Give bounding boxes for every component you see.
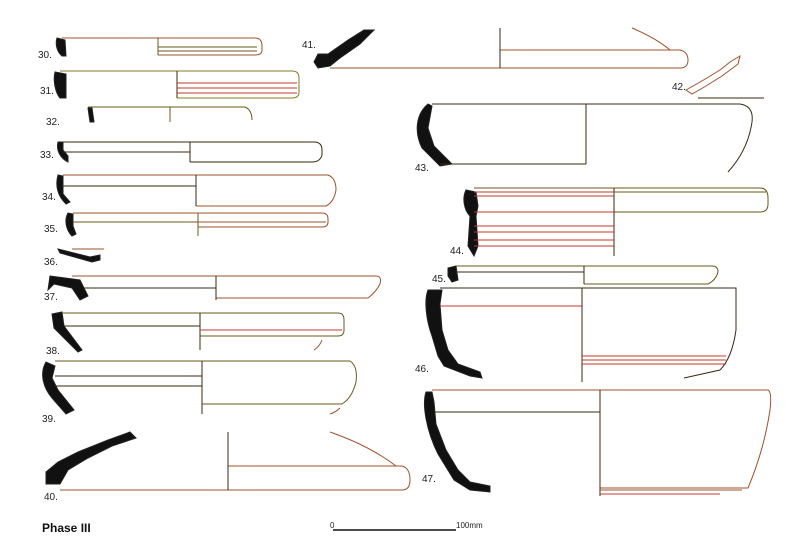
figure-number-45: 45. [432,274,446,285]
profile-31: 31. [40,70,300,99]
figure-number-36: 36. [44,257,58,268]
profile-41: 41. [302,27,689,69]
profile-37: 37. [44,275,381,303]
profile-45: 45. [432,265,719,285]
phase-label: Phase III [42,521,91,535]
profile-35: 35. [44,212,329,237]
profile-46: 46. [415,287,737,382]
profile-38: 38. [46,311,345,357]
figure-number-43: 43. [415,163,429,174]
profile-47: 47. [422,389,772,496]
profile-43: 43. [415,103,753,174]
figure-number-44: 44. [450,246,464,257]
figure-number-42: 42. [672,82,686,93]
figure-number-35: 35. [44,224,58,235]
profile-34: 34. [42,174,337,207]
profile-33: 33. [40,141,323,163]
profile-40: 40. [44,431,411,503]
figure-number-34: 34. [42,192,56,203]
figure-number-32: 32. [46,117,60,128]
scale-bar: 0 100mm [330,521,483,531]
profile-44: 44. [450,187,769,258]
figure-number-37: 37. [44,292,58,303]
profile-42: 42. [672,54,764,99]
figure-number-31: 31. [40,86,54,97]
profile-32: 32. [46,106,253,128]
figure-number-47: 47. [422,474,436,485]
figure-number-30: 30. [38,50,52,61]
scale-end-label: 100mm [456,521,483,530]
figure-number-33: 33. [40,150,54,161]
profile-39: 39. [42,360,357,425]
figure-number-41: 41. [302,40,316,51]
figure-number-39: 39. [42,414,56,425]
figure-number-46: 46. [415,364,429,375]
scale-start-label: 0 [330,521,335,530]
figure-number-40: 40. [44,492,58,503]
profile-30: 30. [38,37,263,61]
profile-36: 36. [44,248,104,268]
figure-number-38: 38. [46,346,60,357]
